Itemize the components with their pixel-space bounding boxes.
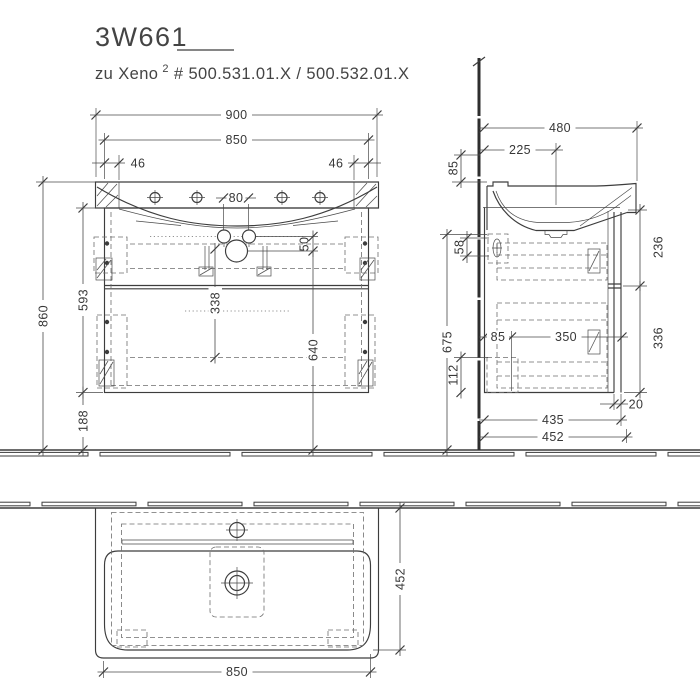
- svg-text:850: 850: [225, 133, 247, 147]
- faucet-hole-icon: [226, 519, 248, 541]
- dim-side-front-thickness: 20: [600, 394, 643, 426]
- dim-front-drain-offset: 50: [248, 230, 318, 257]
- svg-text:593: 593: [77, 289, 91, 311]
- wall-line-plan: [0, 501, 700, 509]
- supply-hole-right: [241, 229, 257, 247]
- drain-stub: [544, 230, 568, 238]
- supply-hole-left: [216, 229, 232, 247]
- cabinet-front: [93, 207, 379, 394]
- svg-text:900: 900: [225, 108, 247, 122]
- svg-text:50: 50: [297, 237, 311, 252]
- siphon-cutout-dashed: [209, 546, 265, 618]
- dim-front-overall-width: 900: [90, 108, 383, 177]
- ceramic-section-hatch-left: [96, 182, 119, 208]
- dim-front-tap-spacing: 80: [216, 191, 256, 205]
- svg-text:46: 46: [131, 157, 146, 171]
- tap-hole-icon: [147, 190, 163, 205]
- ceramic-section-hatch-right: [355, 182, 378, 208]
- dim-top-width: 850: [97, 654, 377, 679]
- dim-side-bracket-height: 58: [452, 231, 489, 263]
- dim-front-inset-left: 46: [92, 155, 145, 180]
- dim-front-inset-right: 46: [329, 155, 381, 180]
- front-view: 900 850 46 46 80: [36, 108, 383, 456]
- page-title: 3W661: [95, 22, 188, 52]
- dim-side-tap-center: 225: [479, 143, 563, 176]
- svg-text:675: 675: [441, 331, 455, 353]
- svg-text:480: 480: [549, 121, 571, 135]
- tap-hole-icon: [312, 190, 328, 205]
- tap-hole-icon: [189, 190, 205, 205]
- svg-text:188: 188: [77, 410, 91, 432]
- svg-text:85: 85: [446, 161, 460, 176]
- floor-hatch: [0, 451, 700, 457]
- dim-side-upper-front: 236: [623, 204, 665, 291]
- wall-bracket: [487, 233, 509, 264]
- basin-apron-curve: [118, 208, 356, 229]
- drawer-upper-dashed: [496, 242, 608, 281]
- svg-text:338: 338: [209, 292, 223, 314]
- svg-text:452: 452: [394, 568, 408, 590]
- mount-hardware-bottom-right: [344, 314, 376, 389]
- basin-bowl-curve: [96, 186, 378, 227]
- top-view: 452 850: [94, 502, 408, 679]
- svg-text:350: 350: [555, 330, 577, 344]
- svg-text:58: 58: [452, 240, 466, 255]
- tap-hole-markers: [147, 190, 328, 205]
- hardware-plan-left: [116, 629, 148, 648]
- drawer-gap: [104, 284, 369, 290]
- dim-front-interior-height: 338: [208, 243, 223, 364]
- washbasin-front: [94, 181, 380, 230]
- dim-side-mounting-height: 675: [440, 229, 487, 456]
- mount-hardware-top-left: [93, 236, 128, 281]
- dim-front-drain-height: 640: [306, 251, 321, 456]
- tap-hole-icon: [274, 190, 290, 205]
- basin-outline-plan: [94, 508, 380, 659]
- svg-text:112: 112: [446, 364, 460, 385]
- svg-text:46: 46: [329, 157, 344, 171]
- bowl-outline-plan: [103, 550, 372, 651]
- svg-text:20: 20: [629, 397, 644, 411]
- cabinet-side: [483, 207, 622, 394]
- drawer-slide-post-right: [256, 246, 272, 277]
- svg-text:640: 640: [307, 339, 321, 361]
- dim-side-service-gap: 112: [446, 351, 488, 399]
- svg-text:85: 85: [491, 330, 506, 344]
- dim-front-body-width: 850: [98, 133, 375, 179]
- dim-front-cabinet-height: 593: [76, 202, 103, 399]
- svg-text:435: 435: [542, 413, 564, 427]
- dim-top-depth: 452: [373, 502, 408, 656]
- mount-hardware-bottom-left: [96, 314, 128, 389]
- mount-hardware-top-right: [344, 236, 379, 281]
- dim-front-overall-height: 860: [36, 176, 95, 456]
- service-gap-box: [486, 357, 519, 393]
- svg-text:336: 336: [651, 327, 665, 349]
- drain-icon-plan: [221, 567, 253, 599]
- svg-text:236: 236: [651, 236, 665, 258]
- drawer-lower-dashed: [496, 302, 608, 389]
- dim-front-floor-clearance: 188: [76, 386, 91, 456]
- svg-text:452: 452: [542, 430, 564, 444]
- wall-hatch: [0, 501, 700, 507]
- deck-ledge: [121, 539, 354, 545]
- drawer-slide-post-left: [198, 246, 214, 277]
- svg-text:860: 860: [37, 305, 51, 327]
- svg-text:850: 850: [226, 665, 248, 679]
- side-view: 480 225 85 58 675: [440, 56, 665, 456]
- dim-side-overall-depth: 480: [479, 121, 643, 181]
- dim-side-rim-height: 85: [446, 149, 487, 188]
- svg-text:225: 225: [509, 143, 531, 157]
- drain-hole: [224, 239, 249, 263]
- dim-side-cabinet-depth: 435: [479, 413, 627, 427]
- drawer-gap-side: [608, 283, 621, 289]
- floor-line: [0, 449, 700, 457]
- dim-side-back-offset-runner: 85 350: [479, 330, 628, 391]
- washbasin-side: [486, 176, 637, 238]
- dim-side-total-depth: 452: [479, 429, 633, 444]
- svg-text:80: 80: [229, 191, 244, 205]
- dim-side-lower-front: 336: [624, 281, 665, 399]
